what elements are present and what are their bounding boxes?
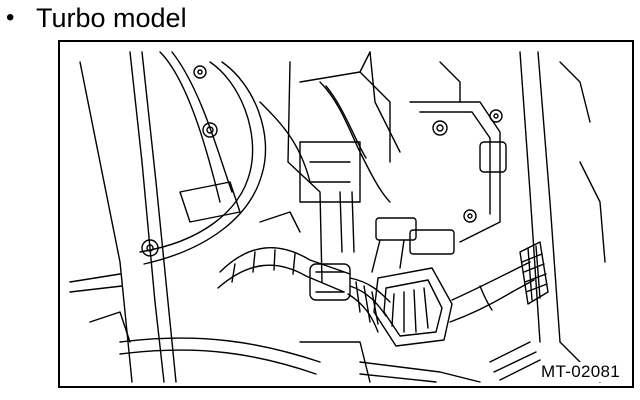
- section-heading: • Turbo model: [6, 0, 187, 36]
- heading-text: Turbo model: [36, 3, 187, 33]
- figure-code: MT-02081: [539, 362, 622, 382]
- bullet-icon: •: [6, 4, 15, 31]
- figure-frame: MT-02081: [58, 40, 634, 388]
- engine-harness-connector-illustration: [69, 51, 606, 383]
